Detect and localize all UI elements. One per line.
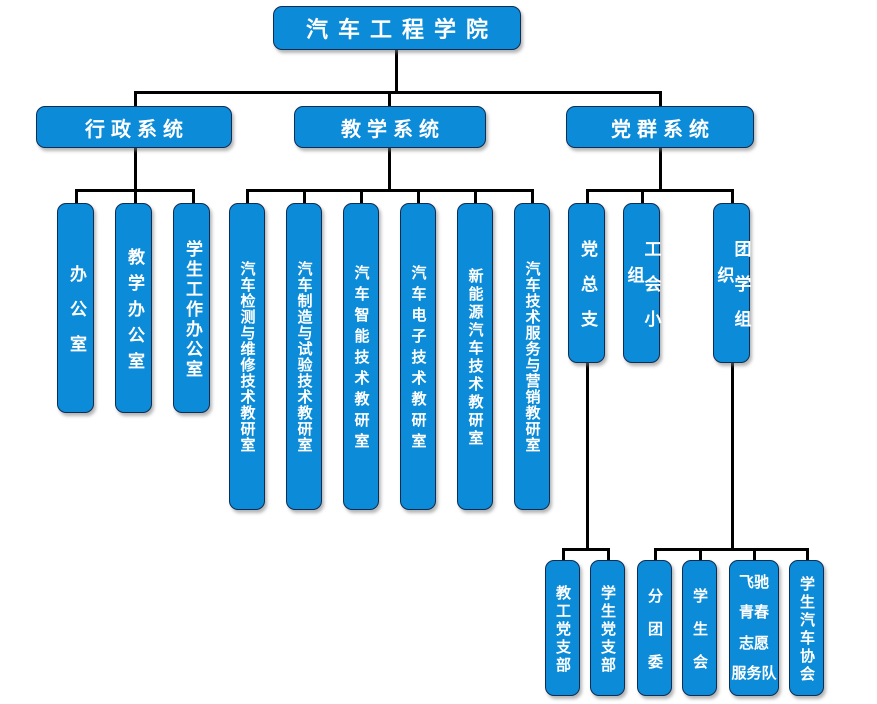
node-administrative[interactable]: 行政系统 [36,106,232,148]
node-root[interactable]: 汽车工程学院 [273,6,521,50]
node-league-committee[interactable]: 分团委 [637,560,672,696]
node-student-union[interactable]: 学生会 [682,560,717,696]
connector-drop-volunteer-team [753,548,756,562]
connector-drop-administrative [134,91,137,108]
node-teach-manufacturing-testing[interactable]: 汽车制造与试验技术教研室 [286,203,322,510]
volunteer-team-line-2: 青春 [738,603,769,622]
node-teach-inspection-maintenance[interactable]: 汽车检测与维修技术教研室 [229,203,265,510]
node-union-group[interactable]: 工会小组 [623,203,661,363]
node-youth-league-org[interactable]: 团学组织 [713,203,751,363]
node-staff-party-branch[interactable]: 教工党支部 [545,560,580,696]
node-admin-office[interactable]: 办公室 [57,203,94,413]
connector-drop-admin-1 [75,189,78,205]
connector-party-stem [659,148,662,191]
connector-drop-party-2 [641,189,644,205]
node-party[interactable]: 党群系统 [566,106,754,148]
connector-party-bus [586,189,734,192]
node-teaching[interactable]: 教学系统 [294,106,486,148]
connector-drop-teach-1 [246,189,249,205]
connector-youth-league-stem [731,363,734,550]
connector-administrative-stem [134,148,137,191]
connector-drop-staff-party-branch [562,548,565,562]
connector-drop-teach-4 [417,189,420,205]
connector-drop-teach-3 [360,189,363,205]
node-teach-service-marketing[interactable]: 汽车技术服务与营销教研室 [514,203,550,510]
connector-drop-admin-3 [192,189,195,205]
connector-drop-student-party-branch [607,548,610,562]
node-party-branch[interactable]: 党总支 [568,203,605,363]
connector-drop-teach-5 [474,189,477,205]
connector-drop-teaching [388,91,391,108]
connector-teaching-stem [388,148,391,191]
node-admin-student-affairs-office[interactable]: 学生工作办公室 [173,203,210,413]
connector-drop-party-1 [586,189,589,205]
connector-party-branch-stem [586,363,589,550]
node-student-car-association[interactable]: 学生汽车协会 [789,560,824,696]
connector-level1-bus [134,91,662,94]
node-teach-electronics[interactable]: 汽车电子技术教研室 [400,203,436,510]
node-teach-intelligent-technology[interactable]: 汽车智能技术教研室 [343,203,379,510]
connector-drop-teach-2 [303,189,306,205]
connector-teaching-bus [246,189,531,192]
volunteer-team-line-1: 飞驰 [738,572,769,591]
connector-drop-league-committee [654,548,657,562]
connector-drop-teach-6 [531,189,534,205]
connector-drop-student-union [699,548,702,562]
connector-root-stem [395,50,398,93]
connector-drop-admin-2 [134,189,137,205]
node-admin-teaching-office[interactable]: 教学办公室 [115,203,152,413]
node-student-party-branch[interactable]: 学生党支部 [590,560,625,696]
connector-party-branch-bus [562,548,610,551]
volunteer-team-line-4: 服务队 [731,664,777,683]
connector-drop-car-association [806,548,809,562]
connector-drop-party [659,91,662,108]
node-teach-new-energy[interactable]: 新能源汽车技术教研室 [457,203,493,510]
volunteer-team-line-3: 志愿 [738,633,769,652]
connector-youth-league-bus [654,548,809,551]
connector-drop-party-3 [731,189,734,205]
node-volunteer-team[interactable]: 飞驰 青春 志愿 服务队 [729,560,779,696]
